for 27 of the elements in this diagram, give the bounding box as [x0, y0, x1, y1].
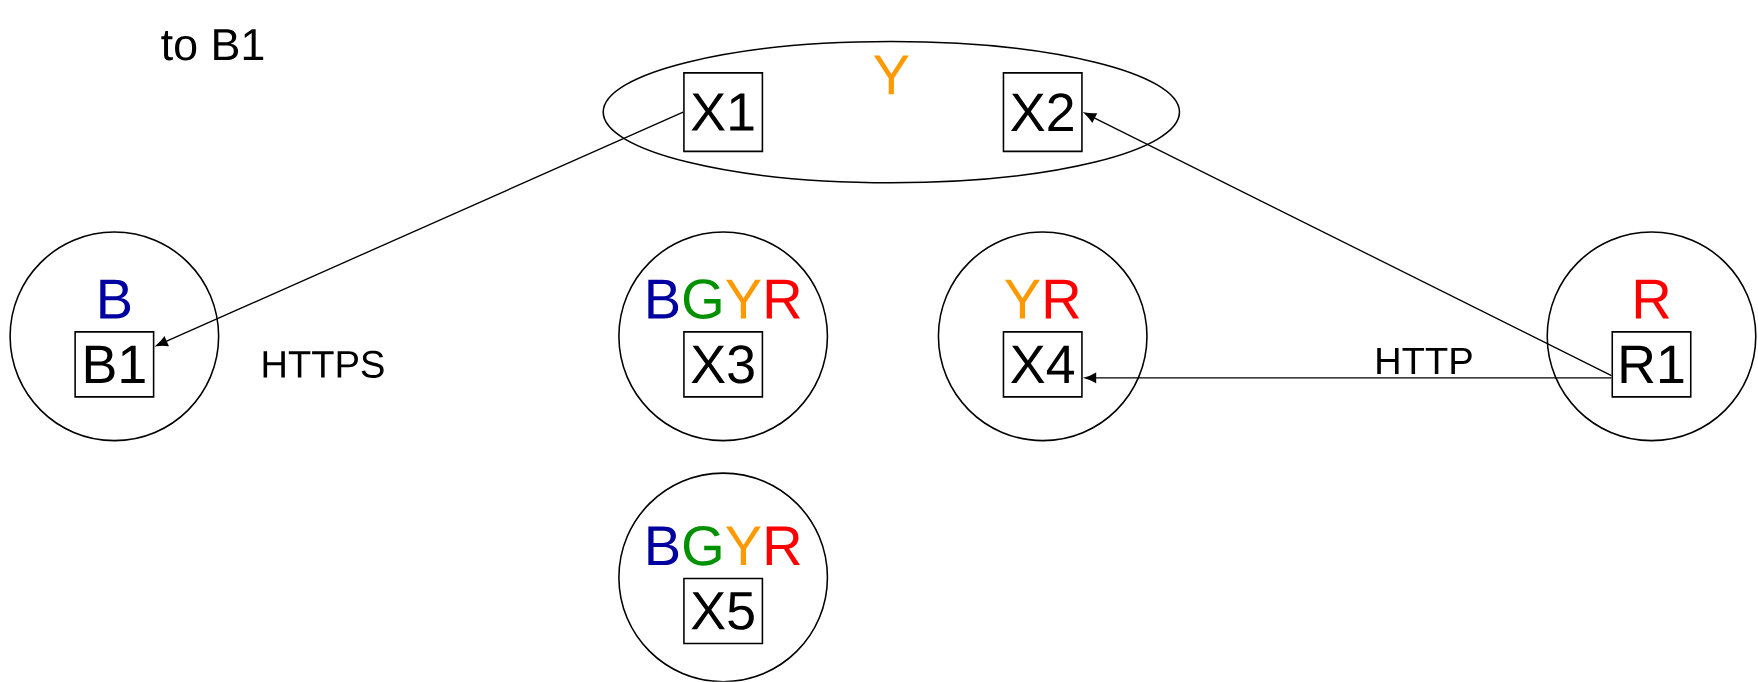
zone-label: BGYR	[648, 279, 800, 320]
zone-label: Y	[873, 55, 909, 95]
edge-label: HTTP	[1371, 345, 1476, 377]
node-label: R	[766, 280, 800, 319]
node-label: Y	[725, 280, 761, 319]
node-label: G	[683, 526, 721, 566]
host-box: R1	[1611, 331, 1692, 398]
node-label: G	[683, 279, 721, 320]
node-label: B	[648, 526, 679, 566]
arrow	[1084, 372, 1613, 384]
node-label: R	[766, 526, 800, 566]
host-box: X5	[683, 577, 764, 645]
node-label: Y	[725, 526, 761, 566]
zone-label: B	[100, 280, 131, 319]
node-label: B	[648, 280, 679, 319]
zone-label: BGYR	[648, 526, 800, 566]
host-box: X4	[1002, 331, 1083, 398]
arrow	[156, 111, 684, 347]
host-box: X3	[683, 331, 764, 398]
arrow	[1084, 112, 1613, 377]
note-text: to B1	[161, 29, 264, 61]
host-box: X2	[1002, 72, 1083, 153]
host-box: B1	[74, 331, 155, 398]
edge-label: HTTPS	[258, 348, 388, 381]
host-box: X1	[683, 72, 764, 153]
zone-label: R	[1635, 280, 1670, 319]
zone-label: YR	[1005, 280, 1080, 319]
